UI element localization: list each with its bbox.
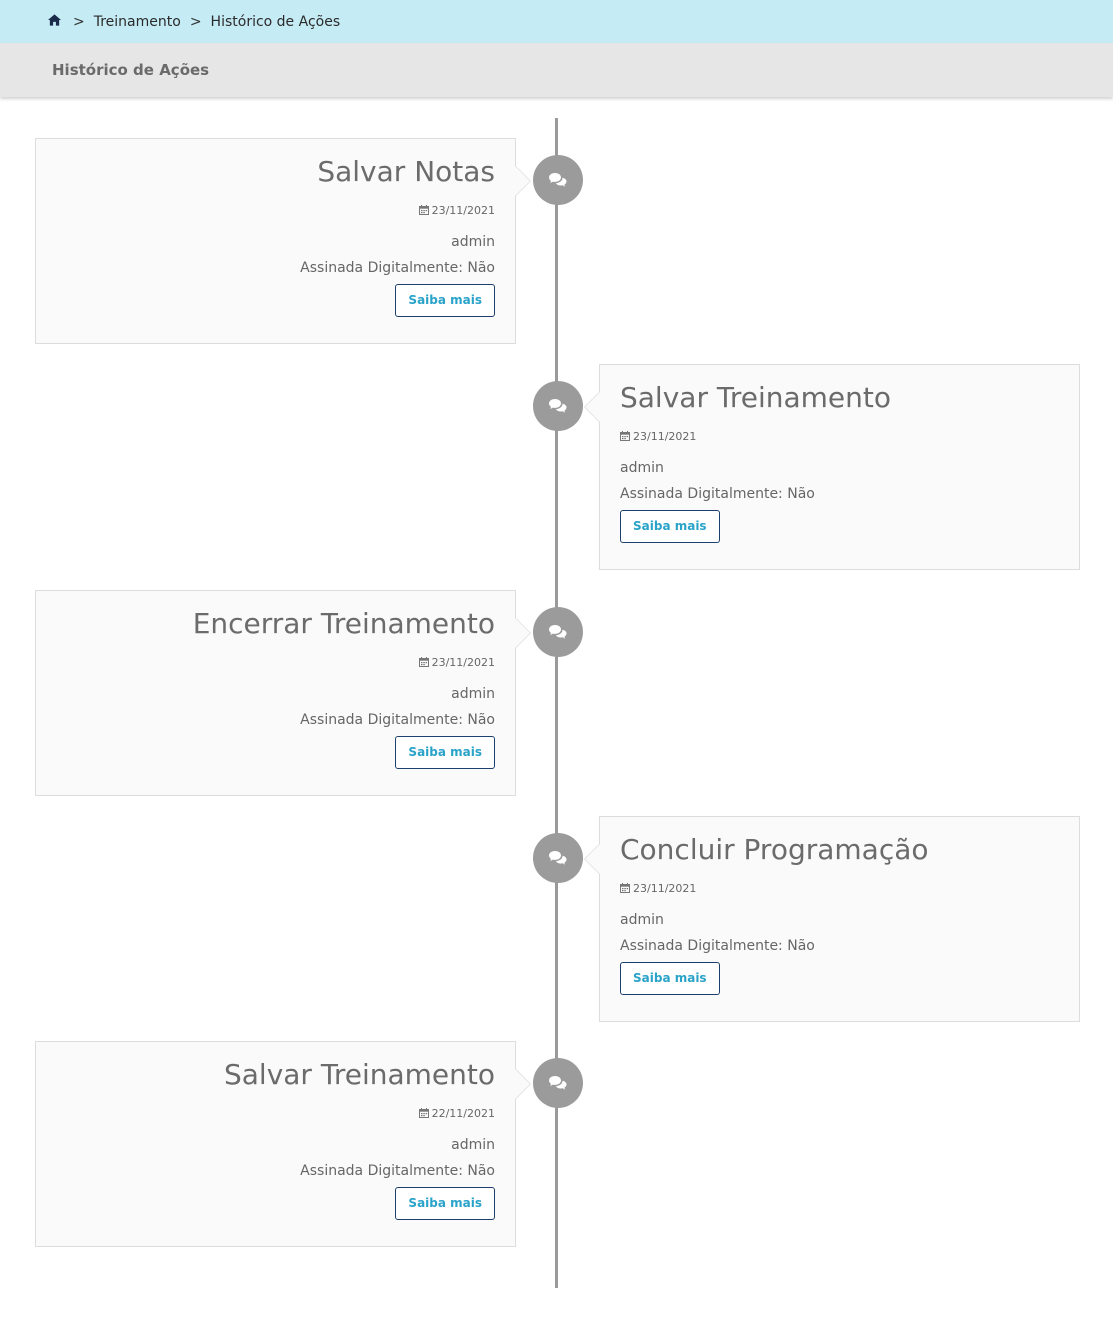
entry-date-text: 23/11/2021 <box>431 204 495 217</box>
entry-signed-status: Assinada Digitalmente: Não <box>300 712 495 728</box>
entry-title: Encerrar Treinamento <box>192 607 495 640</box>
saiba-mais-button[interactable]: Saiba mais <box>620 510 720 543</box>
entry-date: 23/11/2021 <box>620 430 1059 444</box>
entry-date-text: 22/11/2021 <box>431 1107 495 1120</box>
entry-user: admin <box>451 1137 495 1153</box>
timeline-panel: Concluir Programação 23/11/2021 admin As… <box>584 816 1080 1022</box>
entry-title: Salvar Notas <box>317 155 495 188</box>
breadcrumb-separator: > <box>73 13 85 30</box>
breadcrumb: > Treinamento > Histórico de Ações <box>0 0 1113 43</box>
entry-user: admin <box>451 234 495 250</box>
entry-date: 22/11/2021 <box>56 1107 495 1121</box>
comments-icon <box>549 1076 567 1090</box>
calendar-icon <box>620 431 630 441</box>
calendar-icon <box>418 657 429 667</box>
timeline-line <box>555 118 558 1288</box>
entry-date-text: 23/11/2021 <box>633 430 697 443</box>
comments-icon <box>549 173 567 187</box>
entry-title: Concluir Programação <box>620 833 929 866</box>
timeline-badge <box>533 381 583 431</box>
entry-user: admin <box>620 912 664 928</box>
entry-date: 23/11/2021 <box>56 656 495 670</box>
entry-title: Salvar Treinamento <box>620 381 892 414</box>
breadcrumb-item-treinamento[interactable]: Treinamento <box>93 13 181 30</box>
page-header: Histórico de Ações <box>0 43 1113 97</box>
comments-icon <box>549 399 567 413</box>
entry-date: 23/11/2021 <box>56 204 495 218</box>
entry-user: admin <box>620 460 664 476</box>
breadcrumb-separator: > <box>189 13 202 30</box>
timeline-panel: Salvar Treinamento 23/11/2021 admin Assi… <box>584 364 1080 570</box>
timeline-badge <box>533 1058 583 1108</box>
saiba-mais-button[interactable]: Saiba mais <box>620 962 720 995</box>
saiba-mais-button[interactable]: Saiba mais <box>395 284 495 317</box>
entry-date: 23/11/2021 <box>620 882 1059 896</box>
saiba-mais-button[interactable]: Saiba mais <box>395 736 495 769</box>
timeline-badge <box>533 833 583 883</box>
calendar-icon <box>418 1108 429 1118</box>
entry-user: admin <box>451 686 495 702</box>
page-title: Histórico de Ações <box>52 61 210 79</box>
comments-icon <box>549 625 567 639</box>
breadcrumb-item-current: Histórico de Ações <box>210 13 341 30</box>
entry-signed-status: Assinada Digitalmente: Não <box>620 486 815 502</box>
timeline-badge <box>533 607 583 657</box>
entry-date-text: 23/11/2021 <box>431 656 495 669</box>
comments-icon <box>549 851 567 865</box>
entry-date-text: 23/11/2021 <box>633 882 697 895</box>
entry-signed-status: Assinada Digitalmente: Não <box>300 1163 495 1179</box>
timeline-panel: Salvar Notas 23/11/2021 admin Assinada D… <box>35 138 531 344</box>
calendar-icon <box>418 205 429 215</box>
entry-title: Salvar Treinamento <box>223 1058 495 1091</box>
timeline-panel: Salvar Treinamento 22/11/2021 admin Assi… <box>35 1041 531 1247</box>
calendar-icon <box>620 883 630 893</box>
saiba-mais-button[interactable]: Saiba mais <box>395 1187 495 1220</box>
home-icon <box>48 13 61 26</box>
timeline-panel: Encerrar Treinamento 23/11/2021 admin As… <box>35 590 531 796</box>
entry-signed-status: Assinada Digitalmente: Não <box>620 938 815 954</box>
breadcrumb-home[interactable] <box>48 13 69 30</box>
entry-signed-status: Assinada Digitalmente: Não <box>300 260 495 276</box>
timeline-badge <box>533 155 583 205</box>
